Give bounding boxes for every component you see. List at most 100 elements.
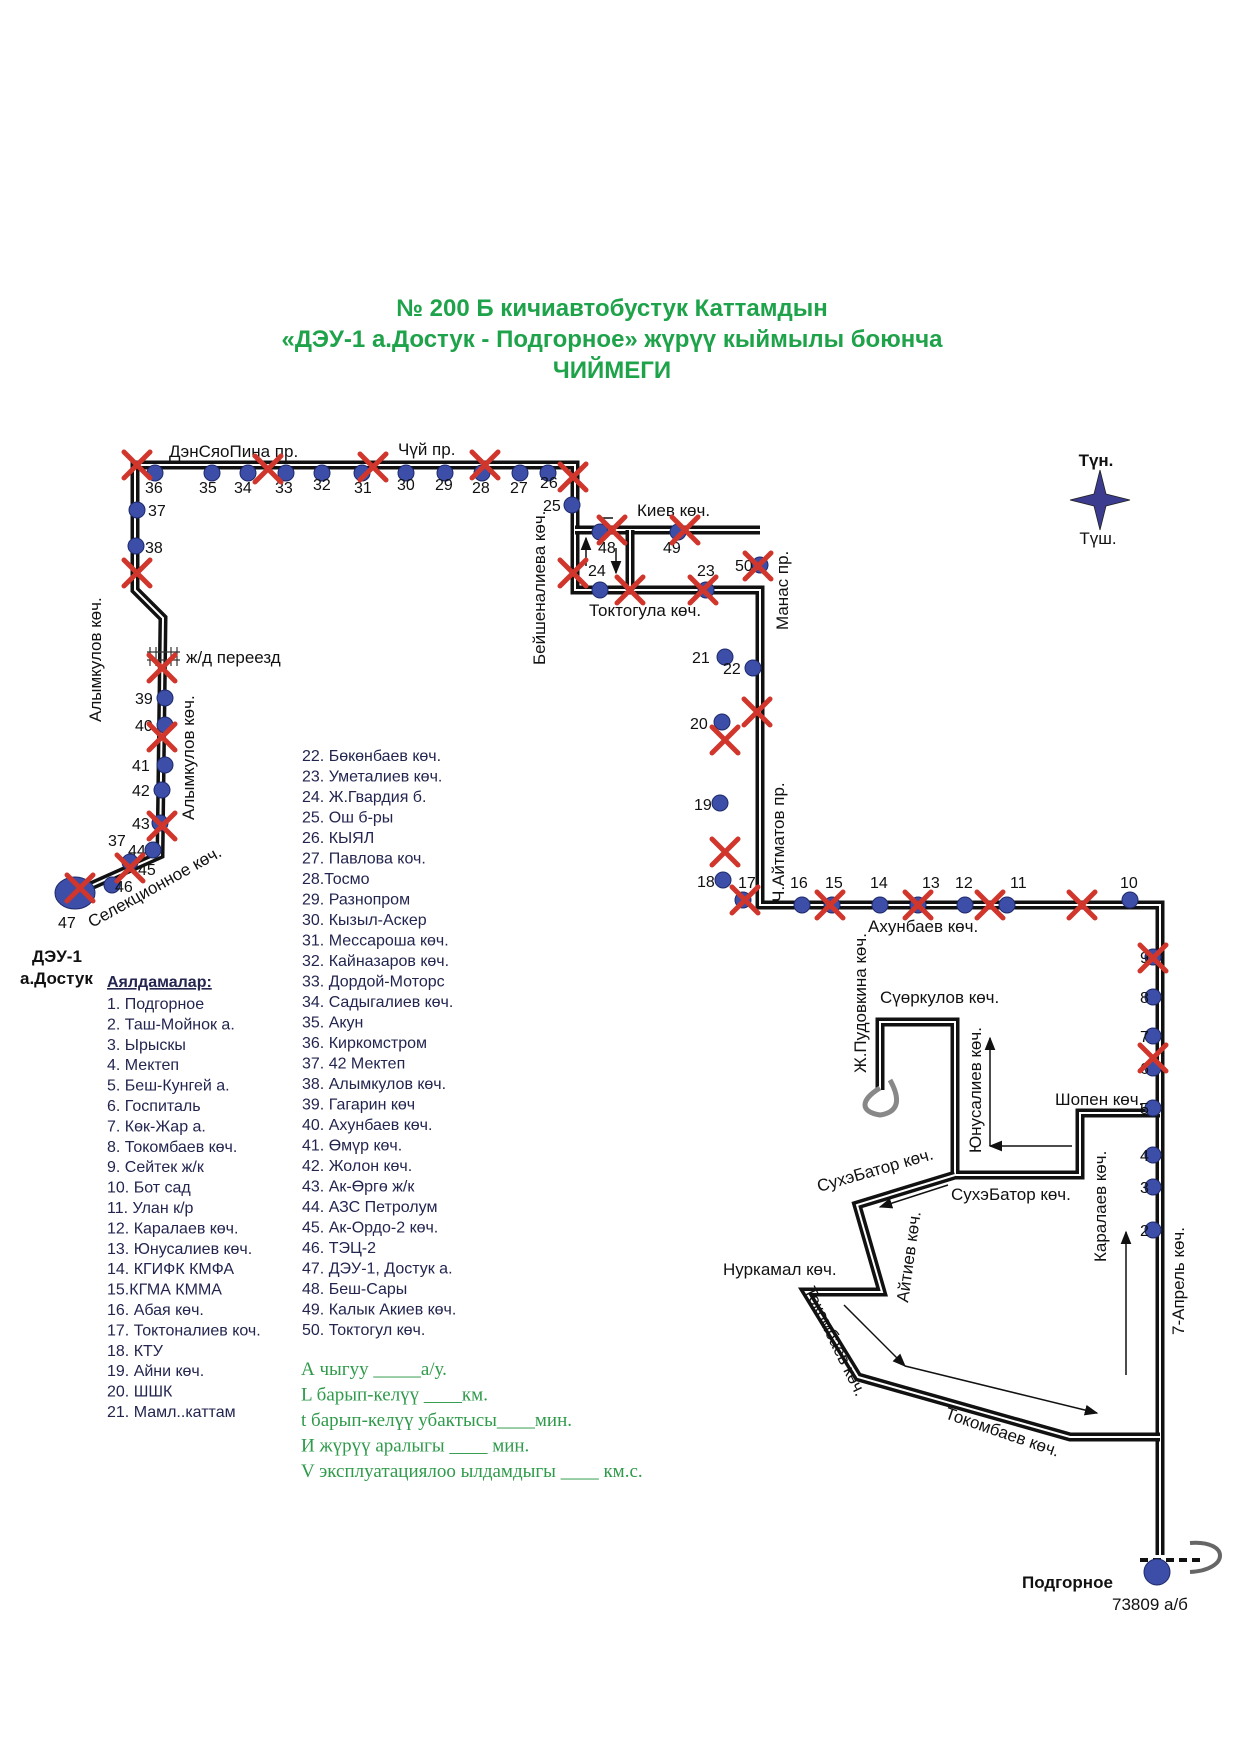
stop-number-label: 32 xyxy=(313,477,331,494)
stop-number-label: 33 xyxy=(275,480,293,497)
stop-marker[interactable] xyxy=(714,871,732,889)
stop-marker[interactable] xyxy=(1143,1558,1171,1586)
stop-number-label: 37 xyxy=(148,503,166,520)
stop-marker[interactable] xyxy=(127,537,145,555)
closed-stop-cross-icon xyxy=(114,852,146,884)
title-line-2: «ДЭУ-1 а.Достук - Подгорное» жүрүү кыймы… xyxy=(281,326,943,353)
street-label-aitmatov: Ч.Айтматов пр. xyxy=(769,782,788,902)
stops-list-item: 33. Дордой-Моторс xyxy=(302,974,445,991)
map-title: № 200 Б кичиавтобустук Каттамдын «ДЭУ-1 … xyxy=(281,295,943,384)
stop-number-label: 11 xyxy=(1010,875,1027,892)
stops-list-item: 31. Мессароша көч. xyxy=(302,933,449,950)
stop-marker[interactable] xyxy=(998,896,1016,914)
stops-list-item: 28.Тосмо xyxy=(302,871,370,888)
stop-marker[interactable] xyxy=(956,896,974,914)
stop-number-label: 8 xyxy=(1140,990,1149,1007)
stops-list-item: 30. Кызыл-Аскер xyxy=(302,912,427,929)
stops-list-item: 15.КГМА КММА xyxy=(107,1282,222,1299)
closed-stop-cross-icon xyxy=(64,872,96,904)
closed-stop-cross-icon xyxy=(974,889,1006,921)
stop-marker[interactable] xyxy=(436,464,454,482)
stops-list-item: 18. КТУ xyxy=(107,1343,164,1360)
stop-marker[interactable] xyxy=(1144,1178,1162,1196)
stop-marker[interactable] xyxy=(793,896,811,914)
stop-marker[interactable] xyxy=(539,464,557,482)
stops-list-item: 29. Разнопром xyxy=(302,892,410,909)
street-label-densyaopin: ДэнСяоПина пр. xyxy=(169,442,298,461)
stops-list-item: 11. Улан к/р xyxy=(107,1200,194,1217)
stops-list-item: 44. АЗС Петролум xyxy=(302,1199,437,1216)
stop-marker[interactable] xyxy=(1144,988,1162,1006)
stop-marker[interactable] xyxy=(871,896,889,914)
stop-marker[interactable] xyxy=(313,464,331,482)
stops-list-item: 49. Калык Акиев көч. xyxy=(302,1302,456,1319)
stops-list-item: 16. Абая көч. xyxy=(107,1302,204,1319)
stop-number-label: 29 xyxy=(435,477,453,494)
stop-marker[interactable] xyxy=(156,689,174,707)
closed-stop-cross-icon xyxy=(729,884,761,916)
route-parameter-line: И жүрүү аралыгы ____ мин. xyxy=(301,1436,529,1457)
stop-marker[interactable] xyxy=(1144,1027,1162,1045)
stop-marker[interactable] xyxy=(511,464,529,482)
route-parameter-line: V эксплуатациялоо ылдамдыгы ____ км.с. xyxy=(301,1461,643,1482)
closed-stop-cross-icon xyxy=(596,514,628,546)
stop-marker[interactable] xyxy=(203,464,221,482)
stop-marker[interactable] xyxy=(716,648,734,666)
compass: Түн. Түш. xyxy=(1069,451,1131,548)
closed-stop-cross-icon xyxy=(146,810,178,842)
arrow-left-icon xyxy=(878,1184,949,1209)
stop-marker[interactable] xyxy=(128,501,146,519)
closed-stop-cross-icon xyxy=(902,889,934,921)
u-turn-icon xyxy=(862,1078,900,1118)
street-label-beyshenalieva: Бейшеналиева көч. xyxy=(530,511,549,665)
closed-stop-cross-icon xyxy=(1137,942,1169,974)
street-label-alymkulov-2: Алымкулов көч. xyxy=(179,695,198,820)
railway-crossing-label: ж/д переезд xyxy=(186,648,281,667)
stop-marker[interactable] xyxy=(713,713,731,731)
street-label-tokombaev-1: Токомбаев көч. xyxy=(800,1283,869,1399)
closed-stop-cross-icon xyxy=(357,451,389,483)
stop-number-label: 38 xyxy=(145,540,163,557)
stops-list-item: 6. Госпиталь xyxy=(107,1098,201,1115)
closed-stop-cross-icon xyxy=(709,836,741,868)
stops-list-item: 14. КГИФК КМФА xyxy=(107,1261,234,1278)
stop-number-label: 24 xyxy=(588,563,606,580)
stop-marker[interactable] xyxy=(744,659,762,677)
stop-marker[interactable] xyxy=(239,464,257,482)
stop-number-label: 25 xyxy=(543,498,561,515)
stop-number-label: 18 xyxy=(697,874,715,891)
stop-marker[interactable] xyxy=(1121,891,1139,909)
stop-marker[interactable] xyxy=(397,464,415,482)
stops-list-item: 9. Сейтек ж/к xyxy=(107,1159,205,1176)
end-terminal-code: 73809 а/б xyxy=(1112,1595,1188,1614)
stop-marker[interactable] xyxy=(1144,1099,1162,1117)
street-label-akhunbaev: Ахунбаев көч. xyxy=(868,917,978,936)
closed-stop-cross-icon xyxy=(614,574,646,606)
stop-marker[interactable] xyxy=(1144,1221,1162,1239)
closed-stop-cross-icon xyxy=(814,889,846,921)
stop-number-label: 27 xyxy=(510,480,528,497)
stop-marker[interactable] xyxy=(1144,1146,1162,1164)
stops-list-item: 27. Павлова коч. xyxy=(302,851,426,868)
stops-list-item: 45. Ак-Ордо-2 көч. xyxy=(302,1220,438,1237)
stop-marker[interactable] xyxy=(153,781,171,799)
compass-north-label: Түн. xyxy=(1079,451,1114,470)
closed-stop-cross-icon xyxy=(121,449,153,481)
stop-number-label: 46 xyxy=(115,879,133,896)
route-parameter-line: А чыгуу _____а/у. xyxy=(301,1359,447,1380)
stop-marker[interactable] xyxy=(156,756,174,774)
stop-number-label: 16 xyxy=(790,875,808,892)
stop-marker[interactable] xyxy=(144,841,162,859)
stop-number-label: 9 xyxy=(1140,950,1149,967)
closed-stop-cross-icon xyxy=(469,449,501,481)
stop-marker[interactable] xyxy=(591,581,609,599)
stop-number-label: 7 xyxy=(1140,1029,1149,1046)
start-terminal: ДЭУ-1 а.Достук xyxy=(20,947,93,988)
title-line-3: ЧИЙМЕГИ xyxy=(553,356,671,384)
stop-marker[interactable] xyxy=(277,464,295,482)
stop-marker[interactable] xyxy=(711,794,729,812)
stops-list-item: 24. Ж.Гвардия б. xyxy=(302,789,426,806)
closed-stops-layer xyxy=(64,449,1169,1074)
stop-marker[interactable] xyxy=(563,496,581,514)
stop-number-label: 49 xyxy=(663,540,681,557)
